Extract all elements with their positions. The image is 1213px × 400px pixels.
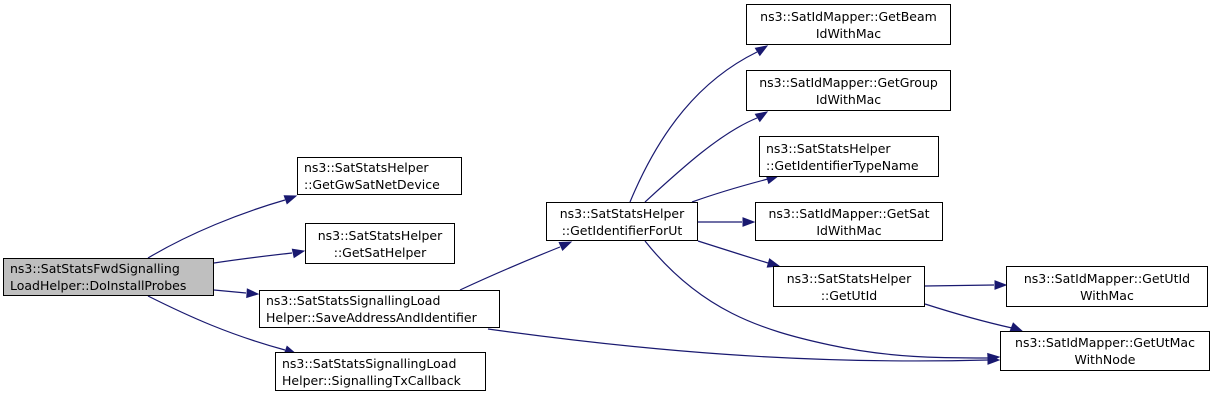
node-label-line: ns3::SatStatsFwdSignalling [10,261,180,276]
node-label-line: ns3::SatIdMapper::GetUtMac [1015,335,1195,350]
edge-getidentifierforut-to-getgroupidwithmac [644,111,769,203]
node-label-line: ::GetGwSatNetDevice [304,177,440,192]
node-label-line: WithMac [1080,287,1134,303]
node-getsatidwithmac[interactable]: ns3::SatIdMapper::GetSat IdWithMac [755,202,943,241]
arrowhead-icon [742,217,756,227]
node-label-line: WithNode [1074,352,1136,367]
edge-getidentifierforut-to-getutmacwithnode [644,240,1001,363]
node-label-line: ::GetSatHelper [333,244,427,260]
node-label-line: ns3::SatIdMapper::GetGroup [759,74,938,90]
arrowhead-icon [558,241,573,252]
node-label-line: ns3::SatStatsSignallingLoad [266,293,441,308]
node-label-line: IdWithMac [815,91,882,107]
edge-root-to-getsathelper [213,248,306,264]
node-signallingtxcallback[interactable]: ns3::SatStatsSignallingLoad Helper::Sign… [275,352,486,391]
node-root-doinstallprobes: ns3::SatStatsFwdSignalling LoadHelper::D… [3,258,214,296]
node-label-line: ns3::SatStatsHelper [559,205,685,221]
edge-root-to-getgwsatnetdevice [147,195,298,259]
node-label-line: ns3::SatIdMapper::GetBeam [760,8,937,24]
arrowhead-icon [994,280,1008,290]
edge-getutid-to-getutmacwithnode [924,303,1024,332]
arrowhead-icon [1009,322,1024,332]
node-label-line: LoadHelper::DoInstallProbes [10,278,187,293]
edge-getidentifierforut-to-getbeamidwithmac [629,45,769,203]
arrowhead-icon [246,288,260,299]
node-label-line: ns3::SatStatsHelper [304,160,429,175]
node-label-line: ::GetIdentifierTypeName [766,157,919,173]
node-getgwsatnetdevice[interactable]: ns3::SatStatsHelper ::GetGwSatNetDevice [297,157,462,195]
node-label-line: ::GetIdentifierForUt [561,222,683,238]
edge-getidentifierforut-to-getutid [697,240,781,268]
edge-saveaddressandidentifier-to-getutmacwithnode [487,328,1001,365]
node-getutmacwithnode[interactable]: ns3::SatIdMapper::GetUtMac WithNode [1000,331,1210,371]
node-getidentifiertypename[interactable]: ns3::SatStatsHelper ::GetIdentifierTypeN… [759,136,939,177]
node-label-line: ns3::SatStatsSignallingLoad [282,355,457,371]
node-label-line: Helper::SignallingTxCallback [282,372,461,388]
arrowhead-icon [291,248,306,259]
node-label-line: Helper::SaveAddressAndIdentifier [266,310,477,325]
edge-getutid-to-getutidwithmac [924,280,1008,290]
node-label-line: ns3::SatStatsHelper [317,227,443,243]
node-label-line: IdWithMac [815,25,882,41]
node-getsathelper[interactable]: ns3::SatStatsHelper ::GetSatHelper [305,223,455,264]
node-getgroupidwithmac[interactable]: ns3::SatIdMapper::GetGroup IdWithMac [746,70,951,111]
node-getutidwithmac[interactable]: ns3::SatIdMapper::GetUtId WithMac [1006,266,1208,307]
arrowhead-icon [283,195,298,205]
edge-saveaddressandidentifier-to-getidentifierforut [459,241,573,291]
node-label-line: ns3::SatStatsHelper [766,140,891,156]
node-getutid[interactable]: ns3::SatStatsHelper ::GetUtId [773,266,925,307]
node-saveaddressandidentifier[interactable]: ns3::SatStatsSignallingLoad Helper::Save… [259,290,500,328]
node-label-line: IdWithMac [816,222,882,238]
arrowhead-icon [987,352,1001,363]
edge-getidentifierforut-to-getidentifiertypename [691,174,780,203]
node-label-line: ::GetUtId [820,287,878,303]
node-label-line: ns3::SatIdMapper::GetSat [768,205,930,221]
arrowhead-icon [754,111,769,123]
edge-getidentifierforut-to-getsatidwithmac [698,217,756,227]
node-getidentifierforut[interactable]: ns3::SatStatsHelper ::GetIdentifierForUt [546,202,698,241]
node-getbeamidwithmac[interactable]: ns3::SatIdMapper::GetBeam IdWithMac [746,4,951,45]
edge-root-to-saveaddressandidentifier [213,288,260,299]
node-label-line: ns3::SatStatsHelper [786,270,912,286]
node-label-line: ns3::SatIdMapper::GetUtId [1023,270,1191,286]
arrowhead-icon [754,45,769,57]
